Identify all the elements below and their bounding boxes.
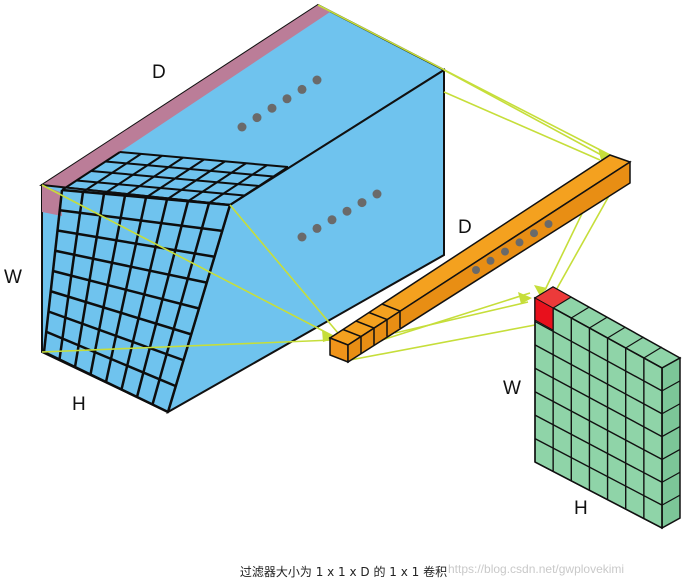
grid-line xyxy=(90,170,260,187)
connector-lines xyxy=(41,4,629,361)
output-map xyxy=(533,286,682,530)
filter-rod xyxy=(328,154,632,364)
ellipsis-dot xyxy=(544,220,553,228)
grid-line xyxy=(661,380,681,392)
grid-line xyxy=(105,160,274,178)
filter-rod-dots xyxy=(472,220,553,274)
grid-line xyxy=(625,336,645,349)
ellipsis-dot xyxy=(515,238,524,247)
rod-segment-line xyxy=(342,328,362,354)
ellipsis-dot xyxy=(501,247,509,256)
grid-line xyxy=(534,297,663,369)
input-volume-top-band xyxy=(42,5,330,192)
grid-line xyxy=(570,306,590,319)
output-map-highlight-cell-front xyxy=(534,297,554,331)
grid-line xyxy=(50,290,192,336)
input-width-label: W xyxy=(4,267,22,288)
ellipsis-dot xyxy=(267,103,277,113)
ellipsis-dot xyxy=(327,215,337,225)
grid-line xyxy=(534,391,663,461)
input-volume-top-dots xyxy=(237,75,322,132)
grid-line xyxy=(661,403,681,415)
ellipsis-dot xyxy=(312,75,322,85)
input-volume-top-grid xyxy=(61,151,289,206)
output-width-label: W xyxy=(503,378,521,399)
grid-line xyxy=(120,199,169,390)
output-map-top-grid xyxy=(552,296,681,506)
ellipsis-dot xyxy=(237,122,247,132)
grid-line xyxy=(534,344,663,415)
grid-line xyxy=(534,320,663,392)
grid-line xyxy=(661,494,681,506)
grid-line xyxy=(534,461,663,529)
ellipsis-dot xyxy=(297,84,307,94)
input-volume-front-grid xyxy=(42,188,232,414)
ellipsis-dot xyxy=(312,223,322,233)
input-volume-side-dots xyxy=(297,189,382,242)
grid-line xyxy=(43,350,169,414)
ellipsis-dot xyxy=(342,206,352,216)
grid-line xyxy=(589,316,608,329)
ellipsis-dot xyxy=(530,229,538,238)
filter-rod-segments xyxy=(342,303,401,354)
grid-line xyxy=(52,269,200,310)
grid-line xyxy=(534,367,663,438)
figure-caption: 过滤器大小为 1 x 1 x D 的 1 x 1 卷积 xyxy=(239,565,448,579)
grid-line xyxy=(661,471,681,483)
input-depth-label: D xyxy=(152,62,166,83)
grid-line xyxy=(661,426,681,438)
grid-line xyxy=(151,202,211,405)
grid-line xyxy=(534,437,663,506)
grid-line xyxy=(607,326,626,339)
ellipsis-dot xyxy=(486,256,495,265)
grid-line xyxy=(119,151,289,168)
ellipsis-dot xyxy=(282,94,292,104)
output-map-side-face xyxy=(661,356,681,530)
output-map-grid xyxy=(534,297,663,529)
grid-line xyxy=(135,200,190,398)
input-height-label: H xyxy=(72,394,86,415)
source-watermark: https://blog.csdn.net/gwplovekimi xyxy=(448,562,625,576)
input-volume xyxy=(39,3,447,415)
grid-line xyxy=(534,414,663,483)
ellipsis-dot xyxy=(297,232,307,242)
output-height-label: H xyxy=(574,498,588,519)
grid-line xyxy=(48,310,184,362)
grid-line xyxy=(643,346,663,359)
grid-line xyxy=(166,204,232,413)
grid-line xyxy=(76,179,245,197)
grid-line xyxy=(45,330,177,388)
ellipsis-dot xyxy=(357,198,367,208)
ellipsis-dot xyxy=(472,266,480,274)
filter-depth-label: D xyxy=(458,217,472,238)
ellipsis-dot xyxy=(252,113,262,123)
rod-segment-line xyxy=(381,303,401,328)
rod-segment-line xyxy=(355,320,375,345)
grid-line xyxy=(661,448,681,460)
ellipsis-dot xyxy=(372,189,382,199)
rod-segment-line xyxy=(368,311,388,337)
